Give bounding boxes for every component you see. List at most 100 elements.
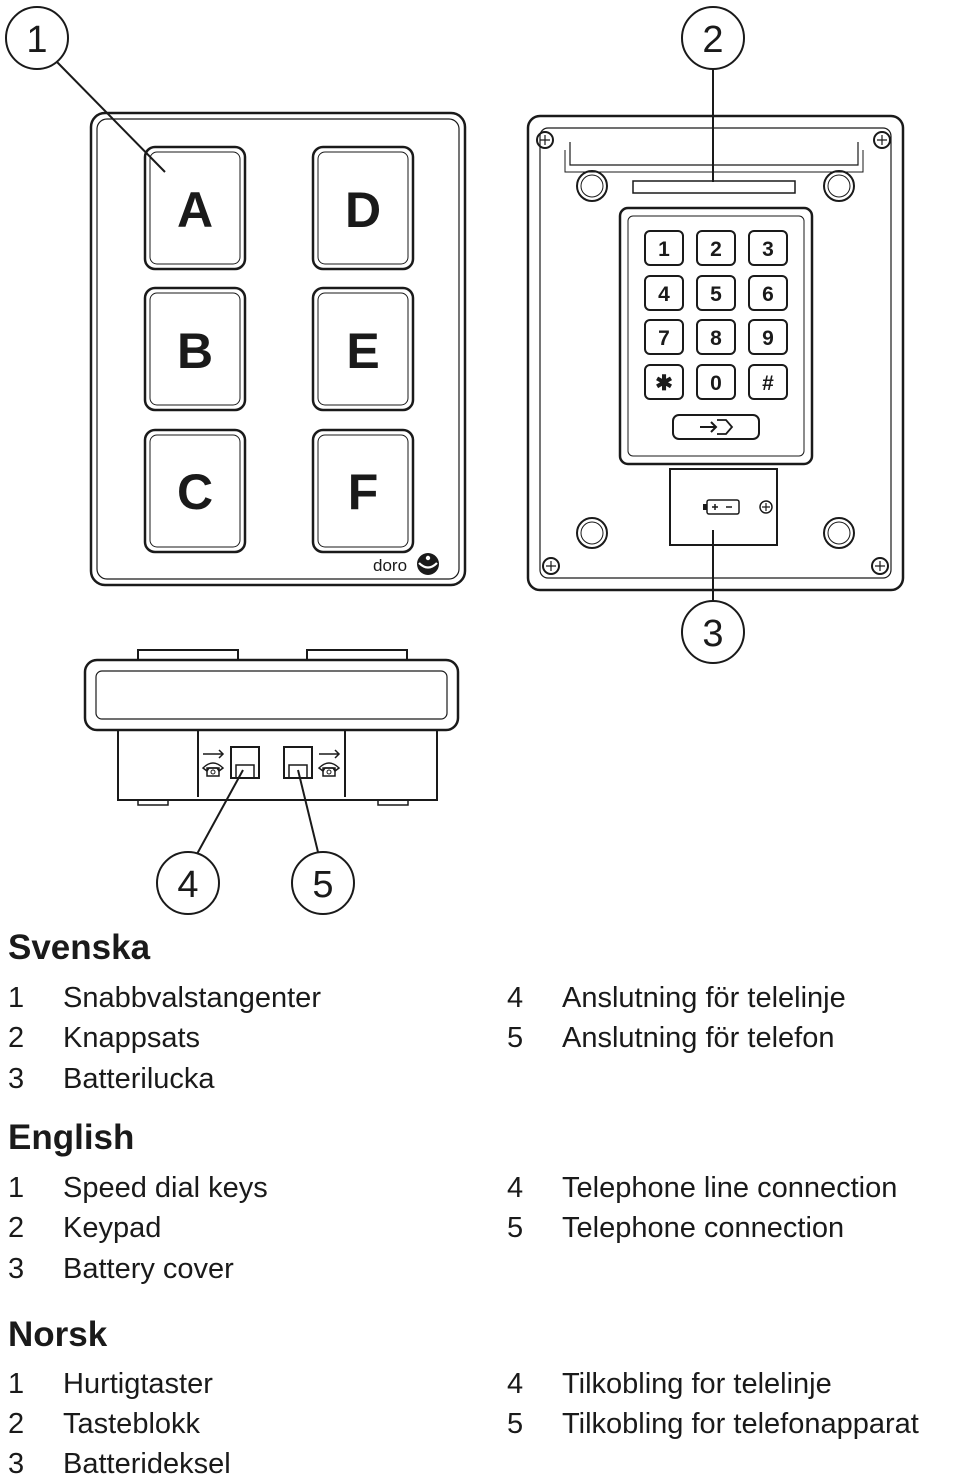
battery-icon — [703, 499, 740, 515]
legend-item-number: 1 — [8, 1368, 25, 1400]
legend-item-number: 3 — [8, 1448, 25, 1480]
screw-icon — [542, 557, 560, 575]
legend-item-text: Anslutning för telelinje — [562, 982, 846, 1014]
svg-text:B: B — [177, 323, 213, 379]
legend-item-text: Tilkobling for telefonapparat — [562, 1408, 919, 1440]
keypad-key-1[interactable]: 1 — [644, 230, 684, 266]
legend-item-number: 4 — [507, 1172, 524, 1204]
keypad-key-6[interactable]: 6 — [748, 275, 788, 311]
svg-text:9: 9 — [762, 327, 774, 350]
callout-1: 1 — [5, 6, 166, 173]
legend-item-number: 2 — [8, 1212, 25, 1244]
screw-icon — [759, 500, 773, 514]
enter-key-icon — [700, 419, 734, 435]
legend-item-text: Tasteblokk — [63, 1408, 201, 1440]
legend-item-number: 3 — [8, 1063, 25, 1095]
legend-english: English 1 Speed dial keys 2 Keypad 3 Bat… — [0, 1118, 960, 1288]
telephone-line-icon — [201, 749, 225, 777]
screw-icon — [536, 131, 554, 149]
keypad-key-9[interactable]: 9 — [748, 319, 788, 355]
product-diagram: 1 A D B E C — [5, 6, 905, 915]
speed-dial-key-d[interactable]: D — [311, 145, 415, 271]
legend-item-number: 2 — [8, 1022, 25, 1054]
speed-dial-key-f[interactable]: F — [311, 428, 415, 554]
svg-text:A: A — [177, 182, 213, 238]
bottom-view — [83, 649, 460, 806]
keypad-key-4[interactable]: 4 — [644, 275, 684, 311]
svg-text:2: 2 — [702, 19, 723, 61]
svg-text:D: D — [345, 182, 381, 238]
legend-item-number: 1 — [8, 1172, 25, 1204]
callout-2: 2 — [681, 6, 745, 182]
legend-item-text: Hurtigtaster — [63, 1368, 213, 1400]
enter-key[interactable] — [672, 414, 760, 440]
language-heading: Norsk — [8, 1315, 108, 1354]
legend-item-number: 5 — [507, 1022, 524, 1054]
keypad-key-8[interactable]: 8 — [696, 319, 736, 355]
svg-text:4: 4 — [177, 864, 198, 906]
svg-text:4: 4 — [658, 283, 670, 306]
speed-dial-panel: A D B E C F doro — [89, 111, 467, 587]
keypad-key-0[interactable]: 0 — [696, 364, 736, 400]
telephone-line-connector[interactable] — [201, 746, 260, 779]
svg-text:2: 2 — [710, 238, 722, 261]
screw-icon — [871, 557, 889, 575]
keypad-unit: 1 2 3 4 5 6 7 — [526, 114, 905, 592]
legend-item-text: Knappsats — [63, 1022, 201, 1054]
speed-dial-key-a[interactable]: A — [143, 145, 247, 271]
legend-item-text: Batterideksel — [63, 1448, 231, 1480]
svg-text:7: 7 — [658, 327, 670, 350]
legend-item-text: Tilkobling for telelinje — [562, 1368, 832, 1400]
doro-logo: doro — [373, 553, 439, 575]
legend-item-text: Snabbvalstangenter — [63, 982, 321, 1014]
svg-text:1: 1 — [658, 238, 670, 261]
legend-item-number: 5 — [507, 1212, 524, 1244]
svg-text:5: 5 — [312, 864, 333, 906]
keypad-key-3[interactable]: 3 — [748, 230, 788, 266]
legend-svenska: Svenska 1 Snabbvalstangenter 2 Knappsats… — [0, 928, 960, 1098]
keypad-key-7[interactable]: 7 — [644, 319, 684, 355]
svg-text:0: 0 — [710, 372, 722, 395]
callout-3: 3 — [681, 530, 745, 664]
legend-item-number: 2 — [8, 1408, 25, 1440]
legend-item-number: 4 — [507, 982, 524, 1014]
callout-4: 4 — [156, 769, 244, 915]
legend-item-text: Keypad — [63, 1212, 162, 1244]
legend-item-text: Telephone line connection — [562, 1172, 898, 1204]
legend-item-number: 5 — [507, 1408, 524, 1440]
keypad: 1 2 3 4 5 6 7 — [618, 206, 814, 466]
svg-text:E: E — [346, 323, 379, 379]
telephone-connector[interactable] — [283, 746, 341, 779]
legend-item-number: 4 — [507, 1368, 524, 1400]
legend-item-text: Speed dial keys — [63, 1172, 268, 1204]
battery-cover[interactable] — [669, 468, 778, 546]
keypad-key-5[interactable]: 5 — [696, 275, 736, 311]
svg-text:3: 3 — [762, 238, 774, 261]
speed-dial-key-b[interactable]: B — [143, 286, 247, 412]
svg-text:C: C — [177, 464, 213, 520]
svg-text:✱: ✱ — [655, 372, 673, 395]
svg-text:doro: doro — [373, 556, 407, 575]
svg-text:1: 1 — [26, 19, 47, 61]
legend-item-number: 1 — [8, 982, 25, 1014]
svg-text:8: 8 — [710, 327, 722, 350]
svg-text:6: 6 — [762, 283, 774, 306]
language-heading: Svenska — [8, 928, 151, 967]
legend-item-text: Anslutning för telefon — [562, 1022, 835, 1054]
speed-dial-key-c[interactable]: C — [143, 428, 247, 554]
keypad-key-2[interactable]: 2 — [696, 230, 736, 266]
svg-text:5: 5 — [710, 283, 722, 306]
legend-item-number: 3 — [8, 1253, 25, 1285]
telephone-icon — [317, 749, 341, 777]
legend-item-text: Telephone connection — [562, 1212, 845, 1244]
callout-5: 5 — [291, 769, 355, 915]
svg-text:#: # — [762, 372, 774, 395]
svg-text:3: 3 — [702, 613, 723, 655]
keypad-key-star[interactable]: ✱ — [644, 364, 684, 400]
keypad-key-hash[interactable]: # — [748, 364, 788, 400]
svg-text:F: F — [348, 464, 379, 520]
speed-dial-key-e[interactable]: E — [311, 286, 415, 412]
legend-norsk: Norsk 1 Hurtigtaster 2 Tasteblokk 3 Batt… — [0, 1315, 960, 1480]
language-heading: English — [8, 1118, 135, 1157]
legend-item-text: Batterilucka — [63, 1063, 215, 1095]
